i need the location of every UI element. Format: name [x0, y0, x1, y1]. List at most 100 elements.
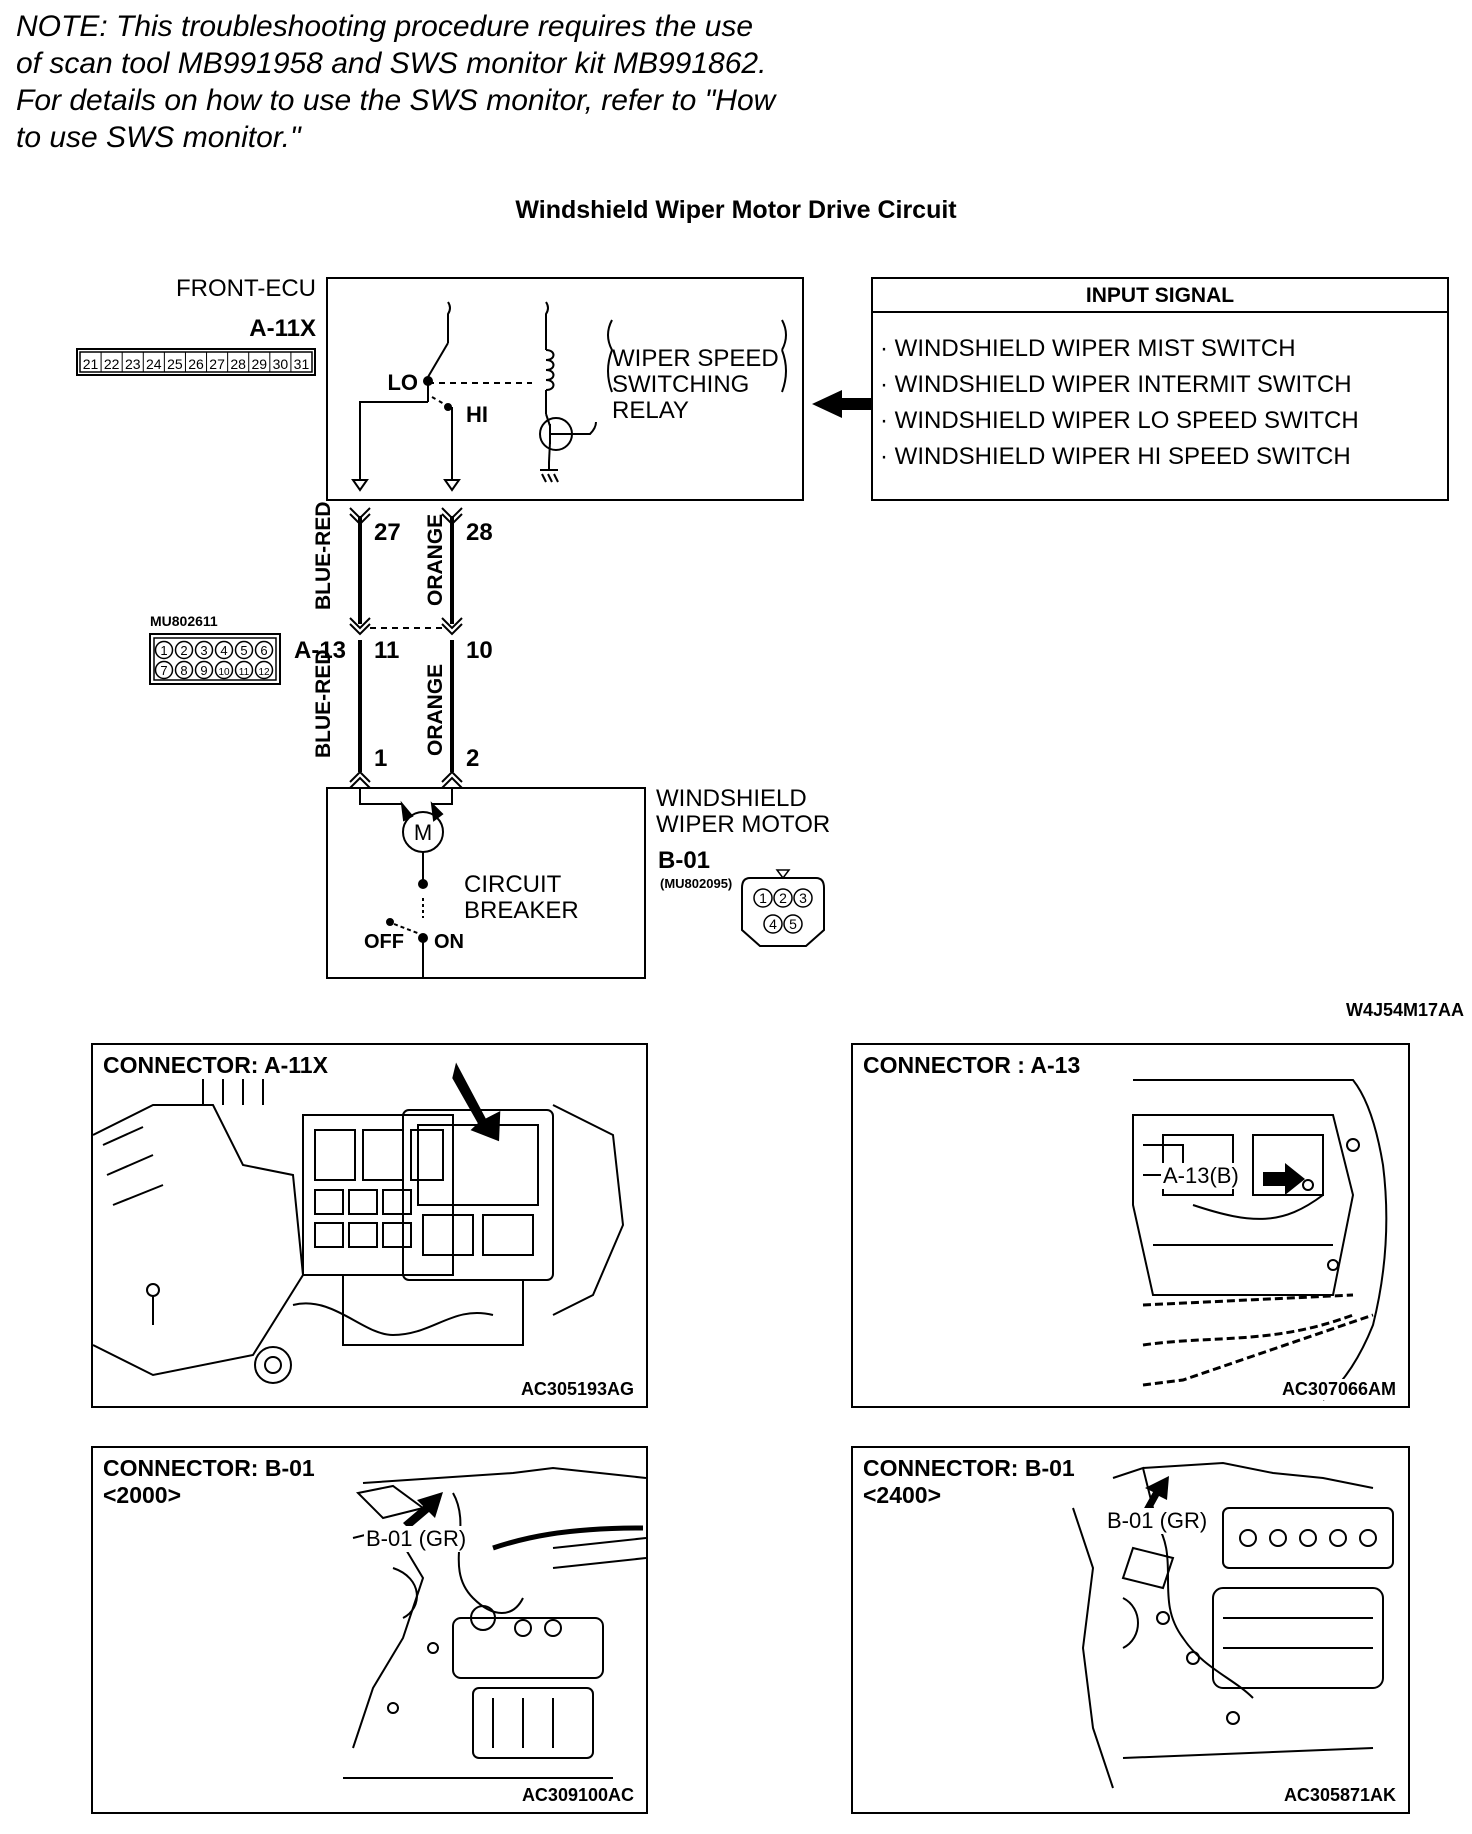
connector-b01-label: B-01 — [658, 847, 710, 874]
b01-part-number: (MU802095) — [660, 876, 732, 891]
a13-pin-6: 6 — [260, 643, 267, 658]
b01-pin-circle — [773, 888, 793, 908]
a13-pin-4: 4 — [220, 643, 227, 658]
a11x-pin-28: 28 — [230, 356, 246, 372]
breaker-label-line2: BREAKER — [464, 897, 579, 924]
b01-pin-1: 1 — [759, 890, 767, 906]
wiper-speed-relay — [351, 301, 787, 492]
engine-bay-illustration — [93, 1062, 625, 1384]
input-signal-intermit: · WINDSHIELD WIPER INTERMIT SWITCH — [880, 371, 1352, 398]
a11x-pin-25: 25 — [167, 356, 183, 372]
a11x-pin-23: 23 — [125, 356, 141, 372]
panel-a13: CONNECTOR : A-13 A-13(B) AC307066AM — [851, 1043, 1410, 1408]
connector-a11x-label: A-11X — [249, 315, 316, 342]
motor-symbol-letter: M — [414, 820, 432, 845]
relay-hi-label: HI — [466, 402, 488, 427]
a13-pin-7: 7 — [160, 663, 167, 678]
panel-b01-2400-code: AC305871AK — [1283, 1785, 1396, 1806]
input-signal-arrow — [812, 390, 872, 418]
wiper-motor-box — [326, 787, 646, 979]
a11x-pin-30: 30 — [273, 356, 289, 372]
input-signal-mist: · WINDSHIELD WIPER MIST SWITCH — [880, 335, 1296, 362]
a11x-pin-29: 29 — [251, 356, 267, 372]
front-ecu-box — [326, 277, 804, 501]
panel-a13-callout: A-13(B) — [1161, 1163, 1241, 1189]
engine-bay-illustration — [1072, 1461, 1394, 1789]
b01-pin-2: 2 — [779, 890, 787, 906]
a13-pin-circle — [254, 640, 274, 660]
a11x-pin-31: 31 — [294, 356, 310, 372]
panel-b01-2000-title: CONNECTOR: B-01 — [103, 1455, 315, 1481]
panel-b01-2000-callout: B-01 (GR) — [364, 1526, 469, 1552]
a13-pin-3: 3 — [200, 643, 207, 658]
a13-pin-circle — [214, 640, 234, 660]
a13-pin-circle — [194, 640, 214, 660]
wire-blue-red-lower: BLUE-RED — [312, 650, 335, 759]
a13-pin-9: 9 — [200, 663, 207, 678]
input-signal-lo: · WINDSHIELD WIPER LO SPEED SWITCH — [880, 407, 1359, 434]
panel-a11x-title: CONNECTOR: A-11X — [103, 1051, 328, 1079]
relay-label-line1: WIPER SPEED — [612, 345, 779, 372]
pin-11-label: 11 — [374, 637, 399, 664]
a13-pin-circle — [254, 660, 274, 680]
a13-pin-circle — [154, 660, 174, 680]
input-signal-box — [871, 277, 1449, 501]
a13-pin-12: 12 — [258, 667, 270, 678]
engine-bay-illustration — [343, 1466, 646, 1779]
a11x-pin-22: 22 — [104, 356, 120, 372]
b01-pin-circle — [753, 888, 773, 908]
pin-1-label: 1 — [374, 745, 387, 772]
pin-28-label: 28 — [466, 519, 493, 546]
panel-b01-2400-callout: B-01 (GR) — [1105, 1508, 1210, 1534]
panel-a11x-code: AC305193AG — [520, 1379, 634, 1400]
connector-a11x-pinout: 21 22 23 24 25 26 27 28 29 30 31 — [76, 348, 316, 376]
panel-b01-2000-code: AC309100AC — [521, 1785, 634, 1806]
relay-lo-label: LO — [387, 370, 418, 395]
pin-27-label: 27 — [374, 519, 401, 546]
a11x-pin-21: 21 — [83, 356, 99, 372]
breaker-off-label: OFF — [364, 931, 404, 953]
panel-b01-2000: CONNECTOR: B-01 <2000> B-01 (GR) AC30910… — [91, 1446, 648, 1814]
panel-a13-title: CONNECTOR : A-13 — [863, 1052, 1081, 1078]
connector-a13-label: A-13 — [294, 637, 346, 664]
motor-symbol — [359, 788, 453, 978]
harness-wires — [349, 507, 463, 789]
a11x-pin-27: 27 — [209, 356, 225, 372]
a13-pin-circle — [234, 660, 254, 680]
motor-label-line2: WIPER MOTOR — [656, 811, 830, 838]
panel-a13-code: AC307066AM — [1281, 1379, 1396, 1400]
engine-bay-illustration — [1132, 1079, 1388, 1401]
a13-pin-1: 1 — [160, 643, 167, 658]
a11x-pin-26: 26 — [188, 356, 204, 372]
a13-pin-5: 5 — [240, 643, 247, 658]
wire-orange-lower: ORANGE — [424, 664, 447, 756]
wire-blue-red-upper: BLUE-RED — [312, 502, 335, 611]
b01-pin-5: 5 — [789, 916, 797, 932]
relay-label-line3: RELAY — [612, 397, 689, 424]
a13-part-number: MU802611 — [150, 613, 218, 629]
a11x-pin-24: 24 — [146, 356, 162, 372]
b01-pin-circle — [793, 888, 813, 908]
a13-pin-circle — [194, 660, 214, 680]
b01-pin-circle — [763, 914, 783, 934]
a13-pin-circle — [234, 640, 254, 660]
pin-10-label: 10 — [466, 637, 493, 664]
panel-a11x: CONNECTOR: A-11X AC305193AG — [91, 1043, 648, 1408]
b01-pin-circle — [783, 914, 803, 934]
panel-b01-2400: CONNECTOR: B-01 <2400> B-01 (GR) AC30587… — [851, 1446, 1410, 1814]
a13-pin-10: 10 — [218, 667, 230, 678]
a13-pin-8: 8 — [180, 663, 187, 678]
wire-orange-upper: ORANGE — [424, 514, 447, 606]
a13-pin-11: 11 — [239, 667, 250, 678]
front-ecu-label: FRONT-ECU — [176, 275, 316, 302]
figure-code: W4J54M17AA — [1346, 1000, 1464, 1020]
a13-pin-2: 2 — [180, 643, 187, 658]
panel-b01-2400-title: CONNECTOR: B-01 — [863, 1455, 1075, 1481]
input-signal-title: INPUT SIGNAL — [1086, 284, 1234, 307]
pin-2-label: 2 — [466, 745, 479, 772]
a13-pin-circle — [174, 640, 194, 660]
input-signal-hi: · WINDSHIELD WIPER HI SPEED SWITCH — [880, 443, 1351, 470]
relay-label-line2: SWITCHING — [612, 371, 749, 398]
